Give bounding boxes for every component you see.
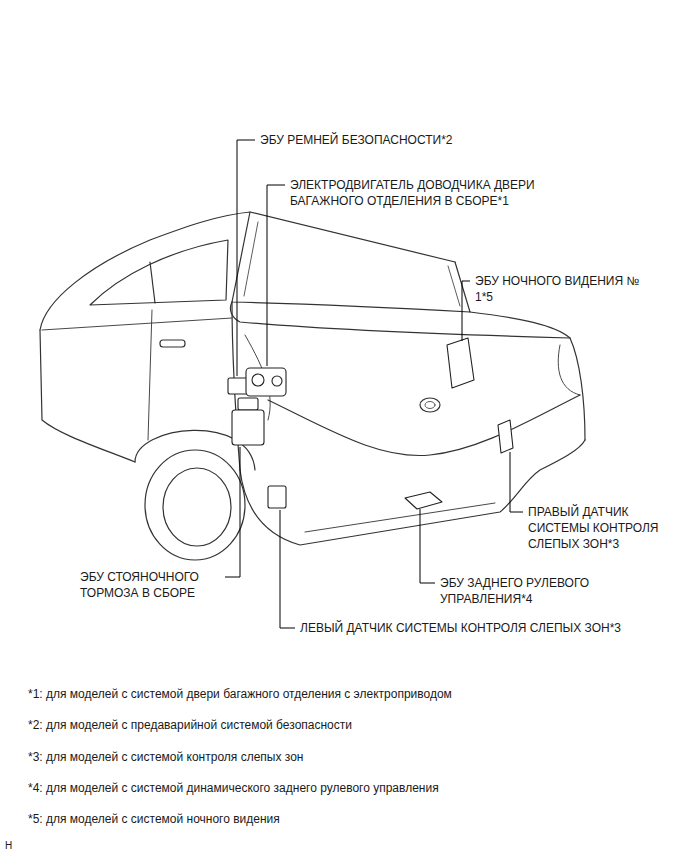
motor-part: [272, 376, 282, 386]
glass-frame: [244, 222, 460, 306]
part-label: ЛЕВЫЙ ДАТЧИК СИСТЕМЫ КОНТРОЛЯ СЛЕПЫХ ЗОН…: [300, 620, 621, 636]
footnote: *5: для моделей с системой ночного виден…: [28, 811, 280, 827]
rear-steering-ecu: [405, 492, 442, 509]
wheel-rim: [163, 468, 231, 546]
side-lower: [40, 330, 135, 462]
leader-line: [237, 140, 255, 376]
taillight-right: [558, 345, 580, 395]
part-label: ЭБУ РЕМНЕЙ БЕЗОПАСНОСТИ*2: [260, 132, 452, 148]
rear-glass: [232, 212, 470, 312]
leader-line: [280, 510, 295, 628]
footnote: *3: для моделей с системой контроля слеп…: [28, 749, 303, 765]
side-window: [90, 240, 228, 305]
emblem: [420, 398, 440, 412]
trunk-deck: [230, 302, 570, 338]
rear-right-edge: [470, 312, 585, 440]
part-label: ПРАВЫЙ ДАТЧИК СИСТЕМЫ КОНТРОЛЯ СЛЕПЫХ ЗО…: [528, 504, 680, 552]
page-mark: H: [5, 838, 12, 854]
trunk-lid-edge: [268, 395, 580, 456]
door-cut: [148, 310, 152, 440]
part-label: ЭБУ СТОЯНОЧНОГО ТОРМОЗА В СБОРЕ: [80, 569, 220, 601]
leader-line: [510, 452, 523, 512]
part-label: ЭБУ НОЧНОГО ВИДЕНИЯ № 1*5: [475, 273, 655, 305]
leader-line: [267, 185, 285, 366]
emblem-inner: [425, 402, 435, 409]
part-label: ЭЛЕКТРОДВИГАТЕЛЬ ДОВОДЧИКА ДВЕРИ БАГАЖНО…: [290, 177, 580, 209]
roof-line: [40, 212, 455, 330]
leader-line: [420, 509, 435, 583]
footnote: *2: для моделей с предаварийной системой…: [28, 717, 352, 733]
footnote: *1: для моделей с системой двери багажно…: [28, 686, 452, 702]
rear-tire: [145, 450, 245, 560]
left-bsm-sensor: [268, 486, 286, 508]
leader-line: [462, 281, 470, 341]
belt-line: [42, 318, 232, 330]
motor-part: [252, 374, 264, 386]
bumper-valance: [305, 503, 495, 532]
right-bsm-sensor: [498, 420, 513, 453]
leader-line: [225, 447, 240, 577]
part-label: ЭБУ ЗАДНЕГО РУЛЕВОГО УПРАВЛЕНИЯ*4: [440, 575, 622, 607]
brake-ecu-connector: [238, 398, 258, 410]
parking-brake-ecu: [232, 410, 264, 445]
footnote: *4: для моделей с системой динамического…: [28, 780, 439, 796]
closer-motor: [246, 368, 286, 396]
door-handle: [160, 340, 185, 347]
b-pillar: [150, 262, 155, 303]
night-vision-ecu: [447, 338, 474, 388]
